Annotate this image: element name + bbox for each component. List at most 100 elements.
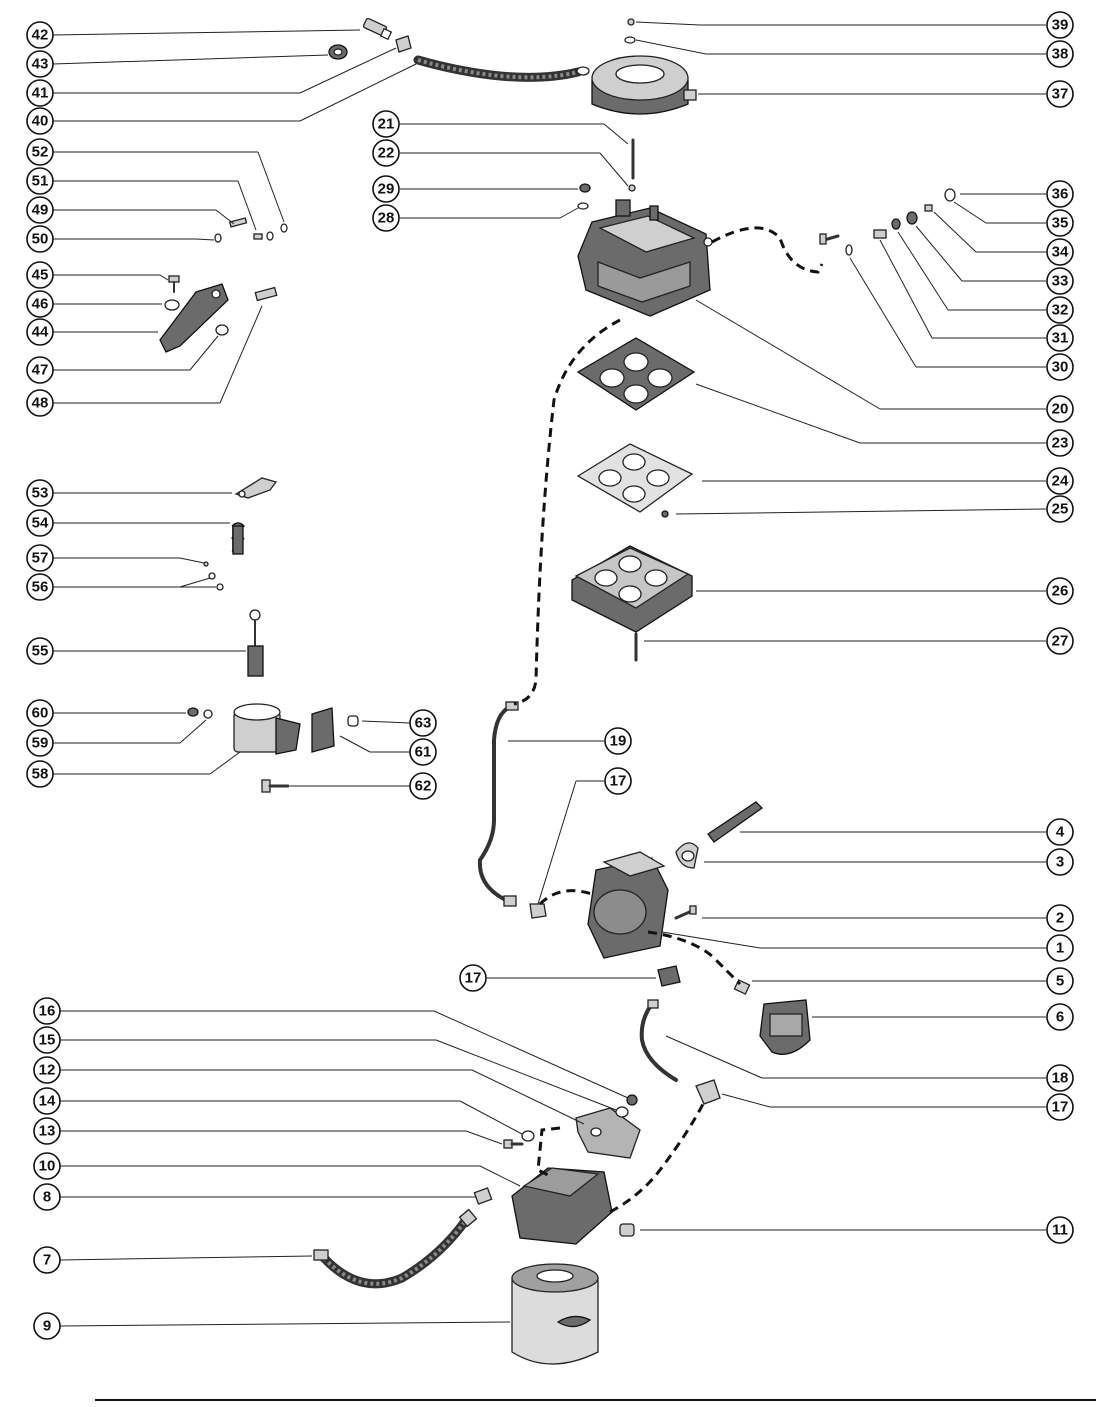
svg-text:3: 3 bbox=[1056, 854, 1064, 871]
washer-14 bbox=[521, 1130, 535, 1142]
callout-34: 34 bbox=[1046, 238, 1074, 266]
callout-10: 10 bbox=[33, 1152, 61, 1180]
callout-44: 44 bbox=[26, 318, 54, 346]
screw-30 bbox=[819, 233, 840, 245]
callout-16: 16 bbox=[33, 997, 61, 1025]
callout-56: 56 bbox=[26, 573, 54, 601]
svg-text:47: 47 bbox=[32, 362, 49, 379]
svg-text:2: 2 bbox=[1056, 910, 1064, 927]
svg-text:17: 17 bbox=[465, 970, 482, 987]
fuel-hose-40 bbox=[413, 55, 583, 82]
svg-text:21: 21 bbox=[378, 116, 395, 133]
callout-57: 57 bbox=[26, 544, 54, 572]
callout-58: 58 bbox=[26, 760, 54, 788]
flow-line-filter-base bbox=[536, 1126, 561, 1178]
flame-arrestor-37 bbox=[576, 55, 697, 115]
fuel-line-18 bbox=[639, 999, 678, 1082]
callout-17-lower: 17 bbox=[1046, 1093, 1074, 1121]
washer-46 bbox=[164, 299, 180, 311]
callout-39: 39 bbox=[1046, 11, 1074, 39]
washer-38 bbox=[624, 36, 636, 44]
callout-3: 3 bbox=[1046, 848, 1074, 876]
callout-35: 35 bbox=[1046, 209, 1074, 237]
svg-text:26: 26 bbox=[1052, 583, 1069, 600]
svg-text:62: 62 bbox=[415, 778, 432, 795]
callout-29: 29 bbox=[372, 175, 400, 203]
svg-text:32: 32 bbox=[1052, 302, 1069, 319]
callout-15: 15 bbox=[33, 1026, 61, 1054]
spring-35 bbox=[924, 204, 933, 212]
svg-text:31: 31 bbox=[1052, 330, 1069, 347]
svg-text:16: 16 bbox=[39, 1003, 56, 1020]
callout-8: 8 bbox=[33, 1183, 61, 1211]
svg-text:10: 10 bbox=[39, 1158, 56, 1175]
svg-text:52: 52 bbox=[32, 144, 49, 161]
svg-text:45: 45 bbox=[32, 267, 49, 284]
svg-text:4: 4 bbox=[1056, 824, 1065, 841]
svg-text:61: 61 bbox=[415, 744, 432, 761]
fitting-17b bbox=[657, 965, 681, 987]
callout-2: 2 bbox=[1046, 904, 1074, 932]
part-illustrations bbox=[95, 17, 1096, 1401]
screw-62 bbox=[261, 779, 290, 793]
callout-30: 30 bbox=[1046, 353, 1074, 381]
callout-62: 62 bbox=[409, 772, 437, 800]
spring-54 bbox=[231, 522, 245, 555]
valve-36 bbox=[944, 188, 956, 202]
nut-60 bbox=[187, 707, 199, 717]
carburetor-20 bbox=[577, 199, 713, 317]
flow-line-carb-to-fuel-line bbox=[513, 318, 621, 706]
fuel-hose-7 bbox=[313, 1208, 478, 1289]
leader-lines bbox=[52, 21, 1047, 1327]
svg-text:36: 36 bbox=[1052, 186, 1069, 203]
svg-text:46: 46 bbox=[32, 296, 49, 313]
svg-text:51: 51 bbox=[32, 173, 49, 190]
callout-37: 37 bbox=[1046, 80, 1074, 108]
stud-48 bbox=[254, 286, 278, 302]
svg-text:27: 27 bbox=[1052, 633, 1069, 650]
filter-canister-9 bbox=[511, 1263, 599, 1365]
svg-text:12: 12 bbox=[39, 1062, 56, 1079]
electric-choke-58 bbox=[233, 703, 301, 755]
svg-text:18: 18 bbox=[1052, 1070, 1069, 1087]
callout-50: 50 bbox=[26, 225, 54, 253]
svg-text:63: 63 bbox=[415, 715, 432, 732]
callout-52: 52 bbox=[26, 138, 54, 166]
filter-base-10 bbox=[511, 1167, 613, 1245]
svg-text:57: 57 bbox=[32, 550, 49, 567]
callout-28: 28 bbox=[372, 204, 400, 232]
callout-47: 47 bbox=[26, 356, 54, 384]
callout-9: 9 bbox=[33, 1312, 61, 1340]
callout-17-middle: 17 bbox=[459, 964, 487, 992]
pin-49 bbox=[228, 217, 248, 228]
callout-bubbles: 42 43 41 40 52 51 49 50 45 46 44 47 48 5… bbox=[26, 11, 1074, 1340]
svg-text:5: 5 bbox=[1056, 973, 1064, 990]
svg-text:55: 55 bbox=[32, 643, 49, 660]
svg-text:1: 1 bbox=[1056, 940, 1064, 957]
callout-17-upper: 17 bbox=[604, 767, 632, 795]
callout-48: 48 bbox=[26, 389, 54, 417]
svg-text:24: 24 bbox=[1052, 473, 1069, 490]
svg-text:34: 34 bbox=[1052, 244, 1069, 261]
flow-line-pump-outlet bbox=[647, 930, 742, 986]
svg-text:17: 17 bbox=[1052, 1099, 1069, 1116]
svg-text:48: 48 bbox=[32, 395, 49, 412]
pin-57 bbox=[203, 561, 209, 567]
washer-56a bbox=[208, 572, 216, 580]
svg-text:17: 17 bbox=[610, 773, 627, 790]
callout-46: 46 bbox=[26, 290, 54, 318]
fitting-43 bbox=[328, 44, 348, 60]
fitting-5 bbox=[733, 979, 751, 995]
svg-text:41: 41 bbox=[32, 85, 49, 102]
callout-55: 55 bbox=[26, 637, 54, 665]
nut-39 bbox=[627, 18, 635, 26]
callout-40: 40 bbox=[26, 107, 54, 135]
callout-31: 31 bbox=[1046, 324, 1074, 352]
svg-text:49: 49 bbox=[32, 202, 49, 219]
callout-60: 60 bbox=[26, 699, 54, 727]
callout-14: 14 bbox=[33, 1087, 61, 1115]
callout-26: 26 bbox=[1046, 577, 1074, 605]
svg-text:37: 37 bbox=[1052, 86, 1069, 103]
svg-text:50: 50 bbox=[32, 231, 49, 248]
callout-1: 1 bbox=[1046, 934, 1074, 962]
